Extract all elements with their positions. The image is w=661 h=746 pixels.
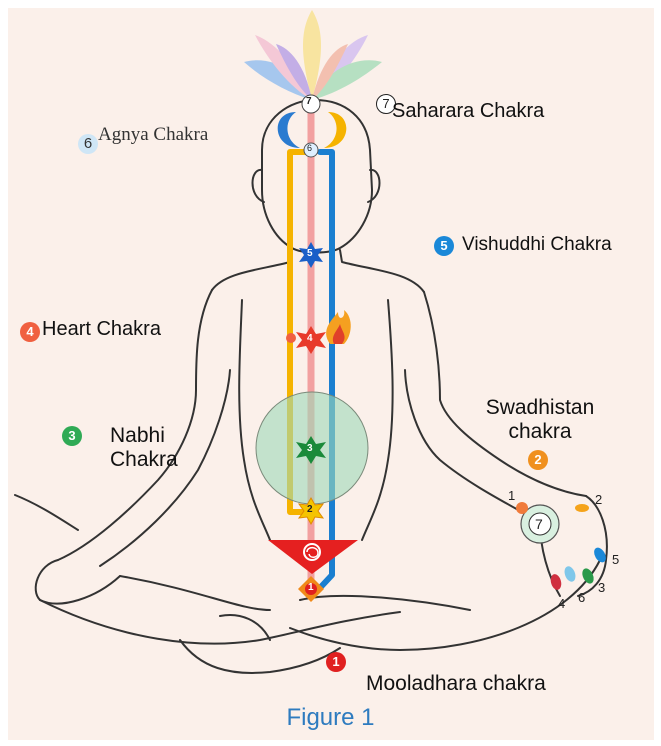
hand-finger-6-dot bbox=[563, 565, 578, 583]
vishuddhi-badge: 5 bbox=[434, 236, 454, 256]
mooladhara-badge: 1 bbox=[326, 652, 346, 672]
hand-chakra-markers bbox=[516, 502, 608, 591]
hand-num-2: 2 bbox=[595, 492, 602, 507]
hand-num-4: 4 bbox=[558, 596, 565, 611]
agnya-badge: 6 bbox=[78, 134, 98, 154]
kundalini-triangle-icon bbox=[268, 540, 358, 574]
mooladhara-label: Mooladhara chakra bbox=[366, 672, 546, 696]
spine-chakra-markers bbox=[286, 95, 351, 602]
hand-finger-2-dot bbox=[575, 504, 589, 512]
hand-center-num: 7 bbox=[535, 516, 543, 532]
spine-num-4: 4 bbox=[307, 333, 313, 344]
right-channel bbox=[318, 152, 332, 590]
hand-num-1: 1 bbox=[508, 488, 515, 503]
saharara-label: Saharara Chakra bbox=[392, 100, 544, 123]
spine-num-3: 3 bbox=[307, 443, 313, 454]
vishuddhi-label: Vishuddhi Chakra bbox=[462, 234, 612, 256]
head-outline bbox=[262, 100, 372, 253]
hand-num-3: 3 bbox=[598, 580, 605, 595]
figure-caption: Figure 1 bbox=[0, 704, 661, 732]
hand-finger-1-dot bbox=[516, 502, 528, 514]
spine-num-1: 1 bbox=[308, 582, 314, 593]
agnya-label: Agnya Chakra bbox=[98, 124, 208, 146]
hand-num-5: 5 bbox=[612, 552, 619, 567]
spine-num-2: 2 bbox=[307, 504, 313, 515]
nabhi-label: Nabhi Chakra bbox=[110, 424, 180, 472]
heart-badge: 4 bbox=[20, 322, 40, 342]
spine-num-6: 6 bbox=[307, 143, 312, 153]
hand-num-6: 6 bbox=[578, 590, 585, 605]
spine-num-7: 7 bbox=[306, 96, 312, 107]
swadhistan-badge: 2 bbox=[528, 450, 548, 470]
spine-num-5: 5 bbox=[307, 248, 313, 259]
swadhistan-label: Swadhistan chakra bbox=[470, 396, 610, 444]
nabhi-badge: 3 bbox=[62, 426, 82, 446]
heart-label: Heart Chakra bbox=[42, 318, 161, 341]
heart-dot bbox=[286, 333, 296, 343]
